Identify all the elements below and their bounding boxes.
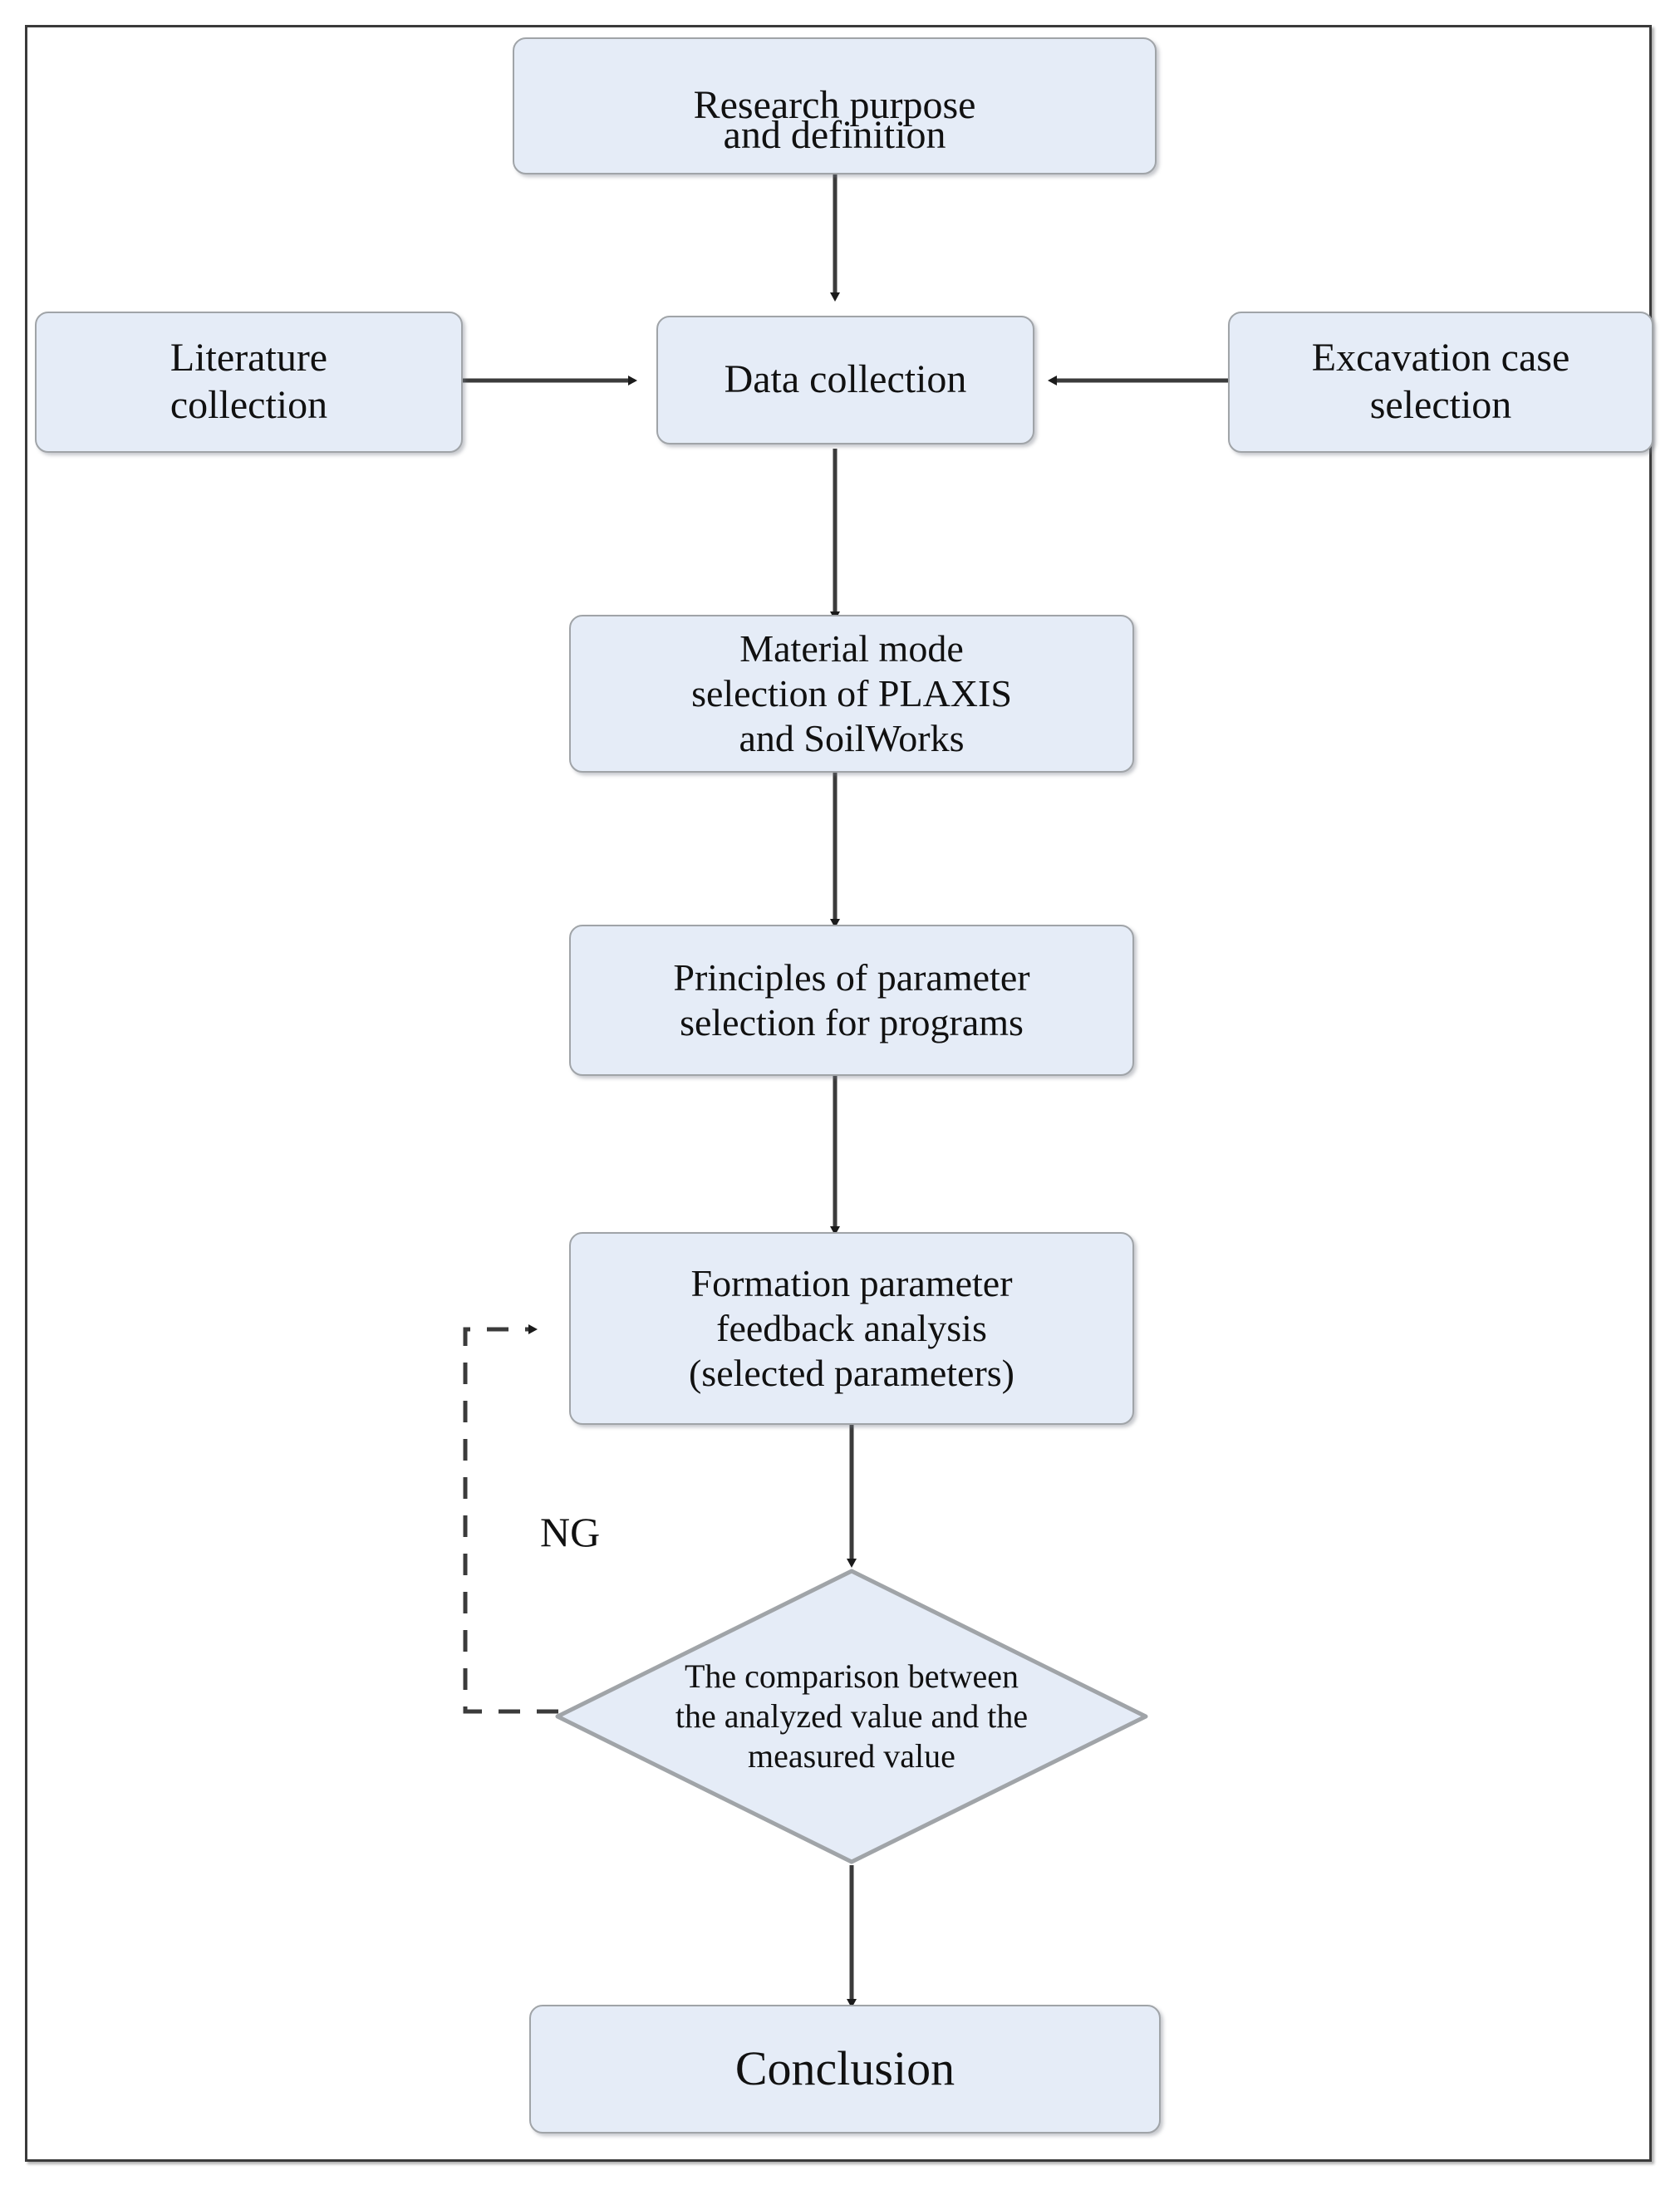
node-formation-parameter-feedback-label-1: Formation parameter: [690, 1261, 1013, 1304]
node-principles-parameter-selection-label-1: Principles of parameter: [673, 955, 1030, 999]
node-comparison-decision-label-3: measured value: [748, 1737, 955, 1775]
diamond-shape-icon: [555, 1569, 1148, 1864]
node-literature-collection-label-2: collection: [169, 383, 328, 427]
node-research-purpose-line2: and definition: [513, 37, 1157, 174]
node-formation-parameter-feedback-label-3: (selected parameters): [688, 1352, 1015, 1395]
node-principles-parameter-selection[interactable]: Principles of parameter selection for pr…: [569, 925, 1134, 1076]
node-comparison-decision-label-2: the analyzed value and the: [675, 1697, 1029, 1735]
node-data-collection-label: Data collection: [724, 357, 967, 402]
node-conclusion-label: Conclusion: [734, 2041, 955, 2096]
node-conclusion[interactable]: Conclusion: [529, 2005, 1161, 2134]
node-comparison-decision-label-1: The comparison between: [684, 1657, 1019, 1695]
node-research-purpose-label: Research purpose: [693, 83, 976, 128]
node-research-purpose-label-2: and definition: [723, 113, 946, 158]
node-excavation-case-selection-label-2: selection: [1369, 383, 1512, 427]
node-material-mode-selection[interactable]: Material mode selection of PLAXIS and So…: [569, 615, 1134, 773]
node-material-mode-selection-label-3: and SoilWorks: [739, 717, 965, 760]
node-formation-parameter-feedback-label-2: feedback analysis: [716, 1306, 987, 1349]
node-data-collection[interactable]: Data collection: [656, 316, 1034, 444]
node-comparison-decision-label: The comparison between the analyzed valu…: [624, 1657, 1078, 1776]
node-excavation-case-selection[interactable]: Excavation case selection: [1228, 312, 1653, 453]
node-research-purpose[interactable]: Research purpose: [513, 37, 1157, 174]
node-literature-collection[interactable]: Literature collection: [35, 312, 463, 453]
node-literature-collection-label-1: Literature: [169, 336, 328, 381]
node-material-mode-selection-label-1: Material mode: [739, 626, 964, 670]
node-comparison-decision[interactable]: The comparison between the analyzed valu…: [553, 1566, 1151, 1867]
node-excavation-case-selection-label-1: Excavation case: [1311, 336, 1570, 381]
edge-label-ng: NG: [540, 1509, 601, 1555]
node-formation-parameter-feedback[interactable]: Formation parameter feedback analysis (s…: [569, 1232, 1134, 1425]
node-material-mode-selection-label-2: selection of PLAXIS: [691, 671, 1012, 714]
node-principles-parameter-selection-label-2: selection for programs: [680, 1001, 1024, 1043]
